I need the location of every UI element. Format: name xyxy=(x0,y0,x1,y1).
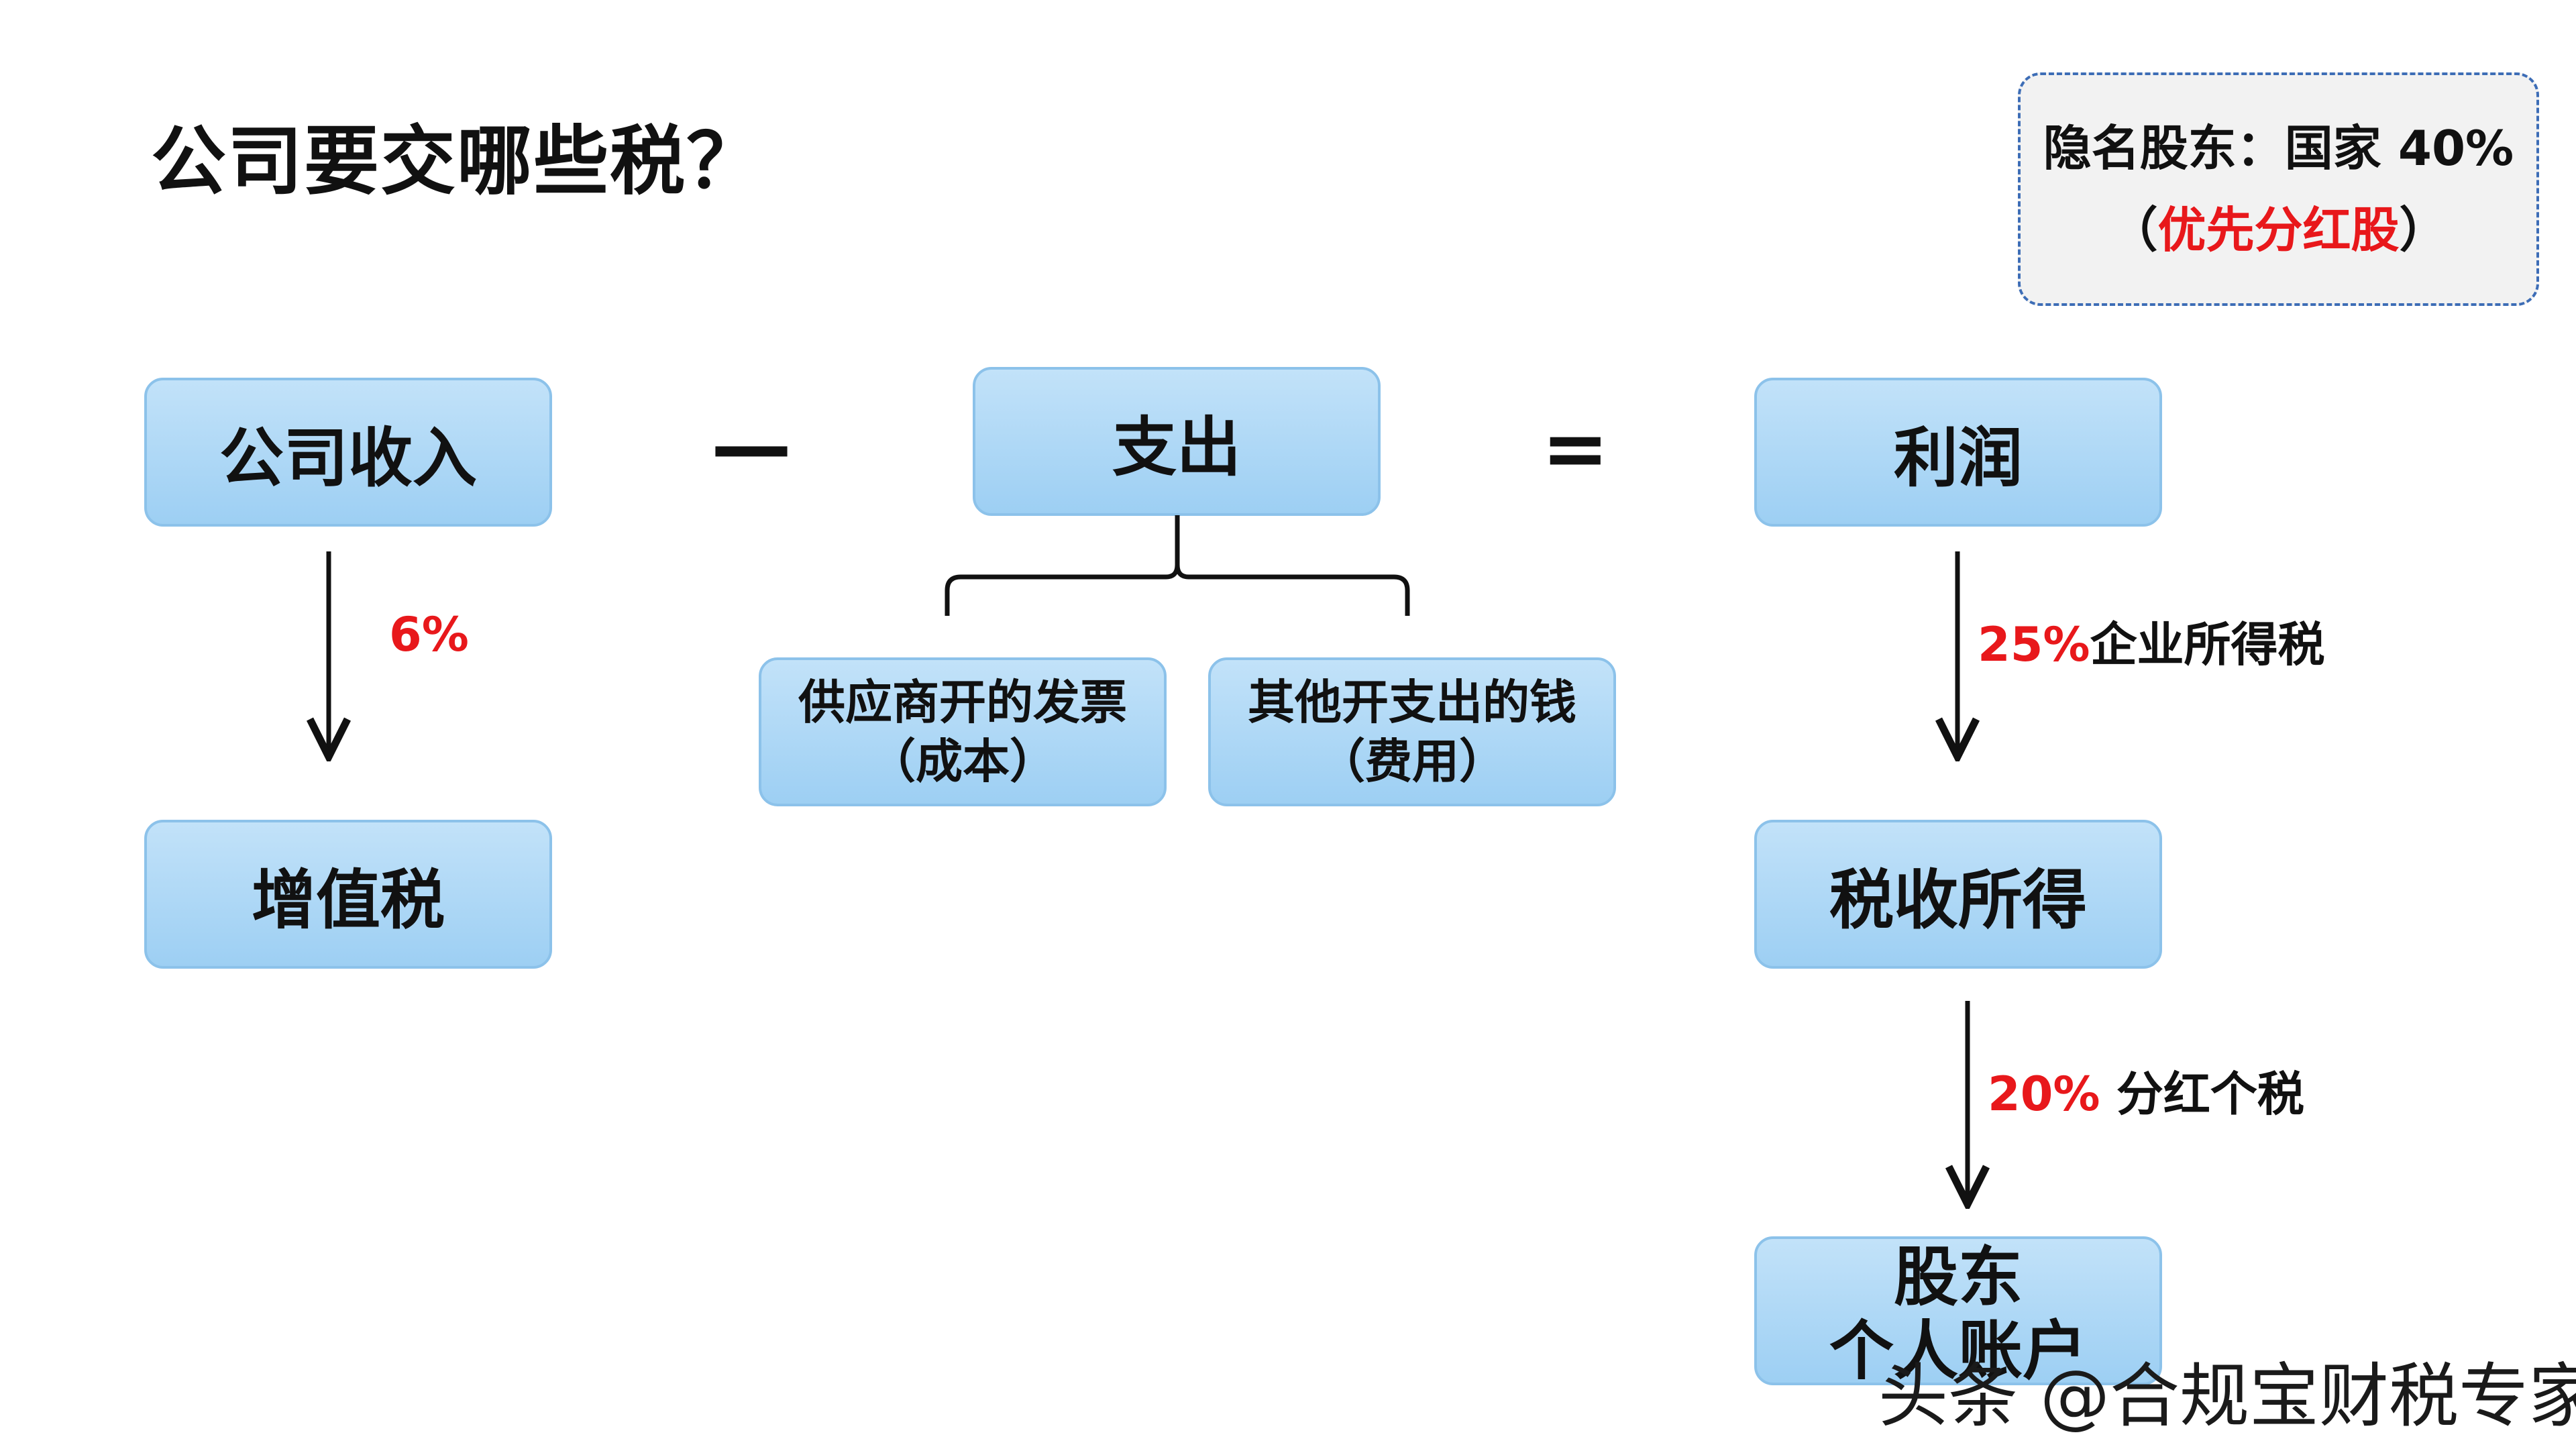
shareholder-label: 股东 xyxy=(1894,1240,2023,1315)
note-box: 隐名股东：国家 40% （优先分红股） xyxy=(2018,72,2539,306)
fee-sublabel: （费用） xyxy=(1318,734,1506,789)
fee-label: 其他开支出的钱 xyxy=(1248,675,1576,730)
vat-label: 增值税 xyxy=(252,862,445,938)
expense-label: 支出 xyxy=(1112,409,1241,485)
expense-box: 支出 xyxy=(973,367,1381,516)
cost-box: 供应商开的发票 （成本） xyxy=(759,657,1167,806)
cit-rate: 25% xyxy=(1978,617,2090,672)
dividend-text: 分红个税 xyxy=(2100,1067,2304,1122)
note-highlight: 优先分红股 xyxy=(2157,202,2400,258)
note-open-paren: （ xyxy=(2109,202,2158,258)
note-line-2: （优先分红股） xyxy=(2109,189,2447,271)
after-tax-label: 税收所得 xyxy=(1829,862,2087,938)
watermark: 头条 @合规宝财税专家 xyxy=(1878,1355,2576,1437)
expense-bracket xyxy=(945,515,1410,616)
cost-sublabel: （成本） xyxy=(869,734,1057,789)
cit-label: 25%企业所得税 xyxy=(1978,607,2325,675)
dividend-rate: 20% xyxy=(1988,1067,2100,1122)
vat-rate-label: 6% xyxy=(389,607,469,662)
equals-operator: = xyxy=(1542,402,1609,496)
note-line-1: 隐名股东：国家 40% xyxy=(2043,120,2514,176)
page-title: 公司要交哪些税？ xyxy=(151,118,763,205)
fee-box: 其他开支出的钱 （费用） xyxy=(1208,657,1616,806)
cit-text: 企业所得税 xyxy=(2090,617,2325,672)
profit-label: 利润 xyxy=(1894,420,2023,496)
shareholder-box: 股东 个人账户 xyxy=(1754,1236,2162,1389)
income-label: 公司收入 xyxy=(219,420,477,496)
dividend-tax-label: 20% 分红个税 xyxy=(1988,1057,2304,1124)
shareholder-sublabel: 个人账户 xyxy=(1829,1313,2087,1389)
cost-label: 供应商开的发票 xyxy=(798,675,1127,730)
minus-operator: — xyxy=(711,400,792,493)
vat-box: 增值税 xyxy=(144,820,552,969)
income-box: 公司收入 xyxy=(144,378,552,527)
note-close-paren: ） xyxy=(2399,202,2448,258)
profit-box: 利润 xyxy=(1754,378,2162,527)
after-tax-box: 税收所得 xyxy=(1754,820,2162,969)
